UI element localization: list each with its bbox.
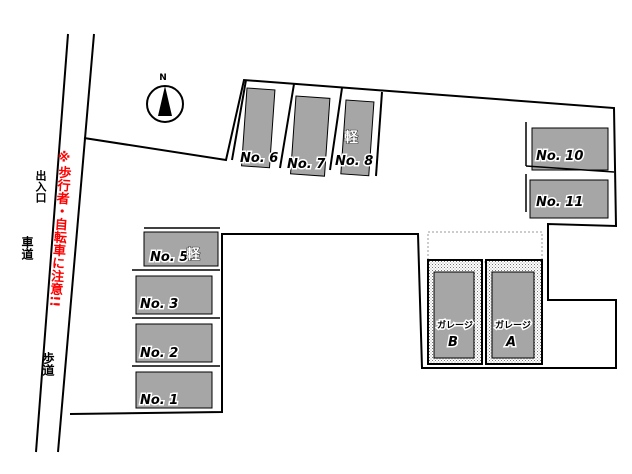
space-no8-label: No. 8 <box>335 154 373 169</box>
space-no11-label: No. 11 <box>536 195 583 210</box>
space-no7-box <box>290 95 331 177</box>
divider-line <box>231 79 247 161</box>
garage-b-title: ガレージ <box>437 319 473 331</box>
space-no2-box <box>135 323 213 363</box>
divider-line <box>525 165 615 173</box>
garage-roof-outline <box>427 231 543 263</box>
space-no7 <box>290 95 331 177</box>
space-no1-box <box>135 371 213 409</box>
garage-a-title: ガレージ <box>495 319 531 331</box>
compass: N <box>146 73 184 123</box>
garage-a-letter: A <box>505 335 516 350</box>
divider-line <box>375 91 383 177</box>
divider-line <box>279 83 295 169</box>
space-no8-box <box>340 99 375 177</box>
space-no1-label: No. 1 <box>140 393 178 408</box>
north-arrow-icon <box>158 86 172 116</box>
space-no5-box <box>143 231 219 267</box>
space-no6-box <box>241 87 276 169</box>
road-label: 車道 <box>20 236 34 260</box>
divider-line <box>329 87 343 171</box>
garage-b-inner <box>433 271 475 359</box>
space-no2-label: No. 2 <box>140 346 178 361</box>
space-no8-kei-label: 軽 <box>344 129 359 146</box>
sidewalk-label: 歩道 <box>41 352 55 376</box>
space-no10-label: No. 10 <box>536 149 583 164</box>
road-edge-line <box>35 33 69 453</box>
lot-outline <box>69 78 618 415</box>
space-no8 <box>340 99 375 177</box>
garage-a-inner <box>491 271 535 359</box>
space-no5-label: No. 5 <box>150 250 188 265</box>
space-no3-label: No. 3 <box>140 297 178 312</box>
space-no10-box <box>531 127 609 171</box>
entrance-label: 出入口 <box>34 170 47 203</box>
space-no5-kei-label: 軽 <box>186 246 201 263</box>
space-no6 <box>241 87 276 169</box>
space-no3-box <box>135 275 213 315</box>
space-no7-label: No. 7 <box>287 157 326 172</box>
garage-b-letter: B <box>448 335 458 350</box>
north-label: N <box>159 73 167 83</box>
space-no6-label: No. 6 <box>240 151 278 166</box>
sidewalk-edge-line <box>57 33 95 453</box>
space-no11-box <box>529 179 609 219</box>
